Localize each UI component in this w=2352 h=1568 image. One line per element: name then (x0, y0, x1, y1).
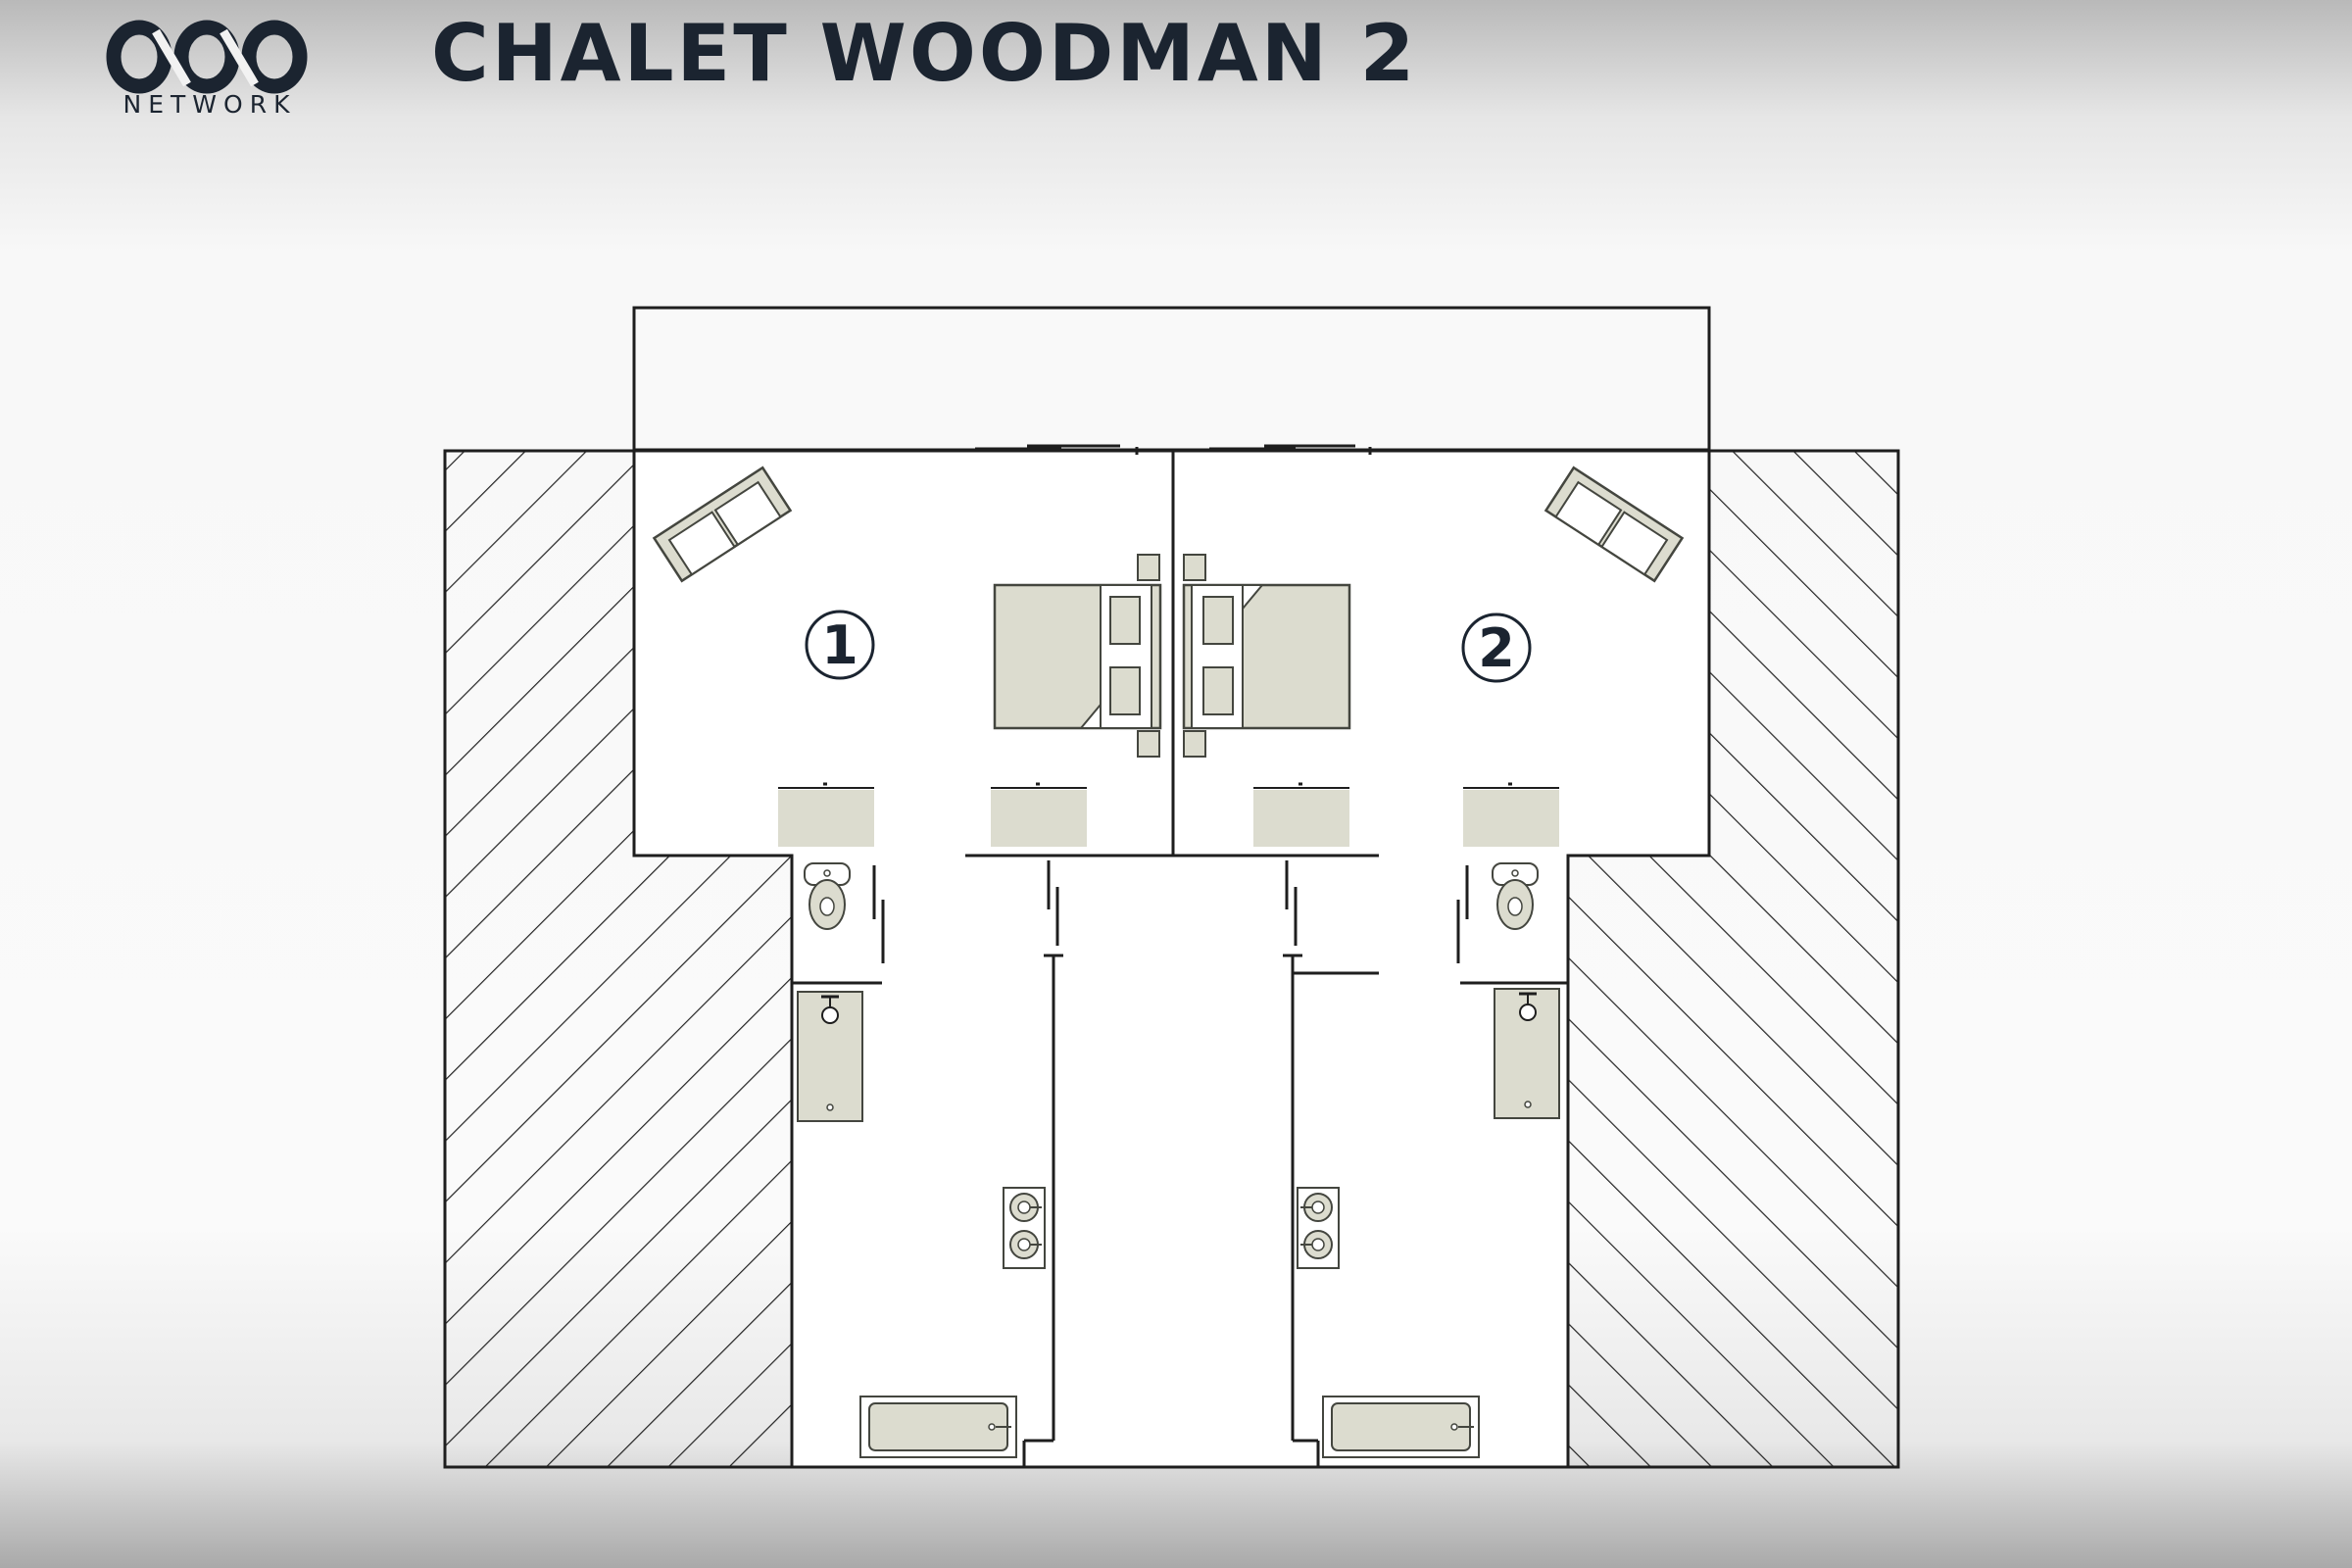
double-bed-icon (1182, 554, 1351, 758)
bathtub-icon (1322, 1396, 1480, 1458)
desk-icon (1253, 782, 1349, 847)
hatched-area-left (445, 451, 792, 1467)
room-2-marker: 2 (1461, 612, 1532, 683)
hatched-area-right (1568, 451, 1898, 1467)
double-sink-icon (1297, 1187, 1340, 1269)
brand-logo-icon (106, 20, 308, 94)
corridor (792, 856, 1568, 1467)
double-sink-icon (1003, 1187, 1046, 1269)
toilet-icon (1492, 862, 1539, 930)
room-1-marker: 1 (805, 610, 875, 680)
desk-icon (991, 782, 1087, 847)
room-1-label: 1 (821, 614, 858, 676)
brand-wordmark: NETWORK (122, 90, 297, 119)
shower-icon (1494, 988, 1560, 1119)
sofa-icon (652, 466, 793, 583)
sofa-icon (1544, 466, 1685, 583)
desk-icon (1463, 782, 1559, 847)
double-bed-icon (993, 554, 1162, 758)
page-title: CHALET WOODMAN 2 (431, 8, 1418, 99)
toilet-icon (804, 862, 851, 930)
desk-icon (778, 782, 874, 847)
balcony (632, 306, 1711, 452)
shower-icon (797, 991, 863, 1122)
room-2-label: 2 (1478, 617, 1515, 679)
bathtub-icon (859, 1396, 1017, 1458)
